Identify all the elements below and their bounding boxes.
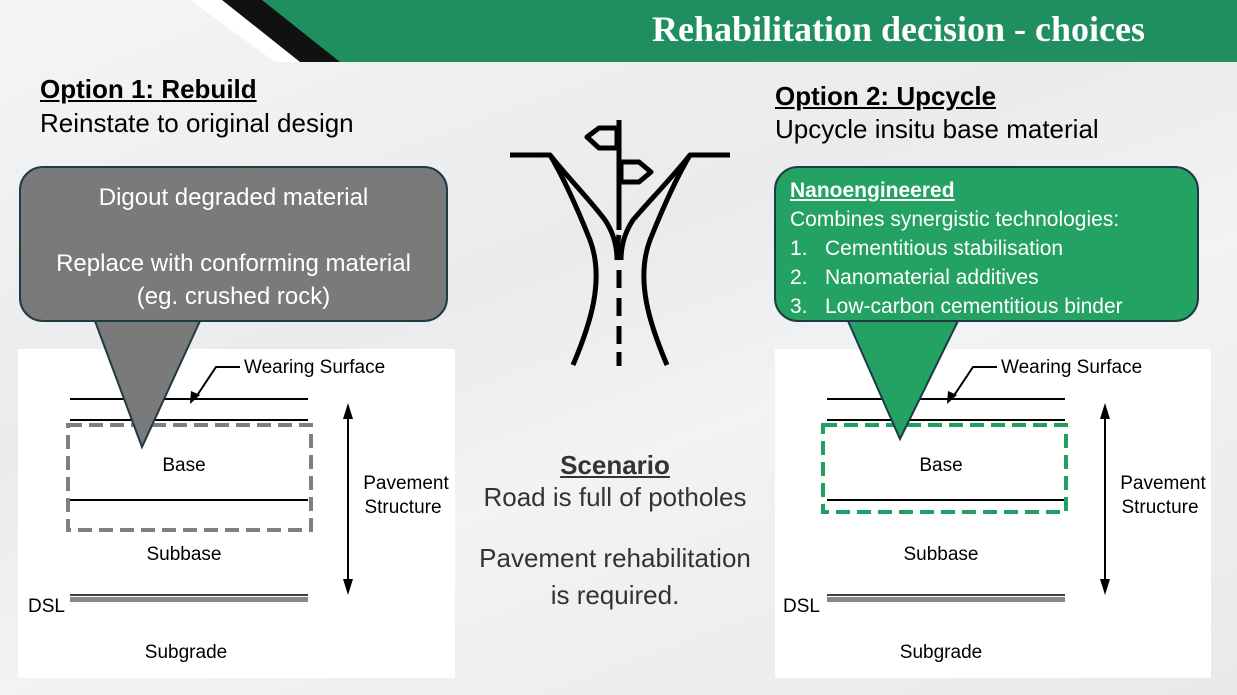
- pavement-label: Pavement: [363, 473, 449, 494]
- slide-title: Rehabilitation decision - choices: [652, 9, 1145, 49]
- callout1-line3: (eg. crushed rock): [136, 283, 331, 310]
- option1-subtitle: Reinstate to original design: [40, 108, 354, 138]
- scenario-line3: is required.: [550, 580, 680, 610]
- dsl-label: DSL: [783, 596, 820, 617]
- option2-heading: Option 2: Upcycle: [775, 81, 997, 111]
- header-decoration: [190, 0, 1237, 62]
- subbase-label: Subbase: [903, 544, 978, 565]
- callout2-title: Nanoengineered: [790, 179, 955, 202]
- scenario-title: Scenario: [560, 450, 670, 480]
- scenario-line1: Road is full of potholes: [483, 482, 747, 512]
- road-fork-signpost-icon: [510, 120, 730, 366]
- structure-label: Structure: [1121, 497, 1198, 518]
- pavement-label: Pavement: [1120, 473, 1206, 494]
- callout2-intro: Combines synergistic technologies:: [790, 208, 1120, 231]
- structure-label: Structure: [364, 497, 441, 518]
- list-item: 3.Low-carbon cementitious binder: [790, 295, 1123, 318]
- wearing-surface-label: Wearing Surface: [244, 357, 385, 378]
- subbase-label: Subbase: [146, 544, 221, 565]
- callout1-line1: Digout degraded material: [98, 184, 369, 211]
- base-label: Base: [919, 455, 962, 476]
- dsl-label: DSL: [28, 596, 65, 617]
- option1-heading: Option 1: Rebuild: [40, 74, 257, 104]
- subgrade-label: Subgrade: [900, 642, 982, 663]
- rebuild-callout: Digout degraded material Replace with co…: [19, 166, 448, 322]
- header-banner: Rehabilitation decision - choices: [0, 0, 1237, 62]
- pavement-diagram-rebuild: Wearing Surface Base Subbase DSL Subgrad…: [18, 349, 455, 678]
- technology-list: 1.Cementitious stabilisation 2.Nanomater…: [790, 234, 1183, 321]
- upcycle-callout: Nanoengineered Combines synergistic tech…: [774, 166, 1199, 322]
- wearing-surface-label: Wearing Surface: [1001, 357, 1142, 378]
- option2-subtitle: Upcycle insitu base material: [775, 114, 1099, 144]
- scenario-block: Scenario Road is full of potholes Paveme…: [450, 450, 780, 614]
- pavement-diagram-upcycle: Wearing Surface Base Subbase DSL Subgrad…: [775, 349, 1211, 678]
- base-label: Base: [162, 455, 205, 476]
- callout1-line2: Replace with conforming material: [56, 250, 411, 277]
- list-item: 1.Cementitious stabilisation: [790, 237, 1064, 260]
- subgrade-label: Subgrade: [145, 642, 227, 663]
- scenario-line2: Pavement rehabilitation: [479, 543, 751, 573]
- list-item: 2.Nanomaterial additives: [790, 266, 1039, 289]
